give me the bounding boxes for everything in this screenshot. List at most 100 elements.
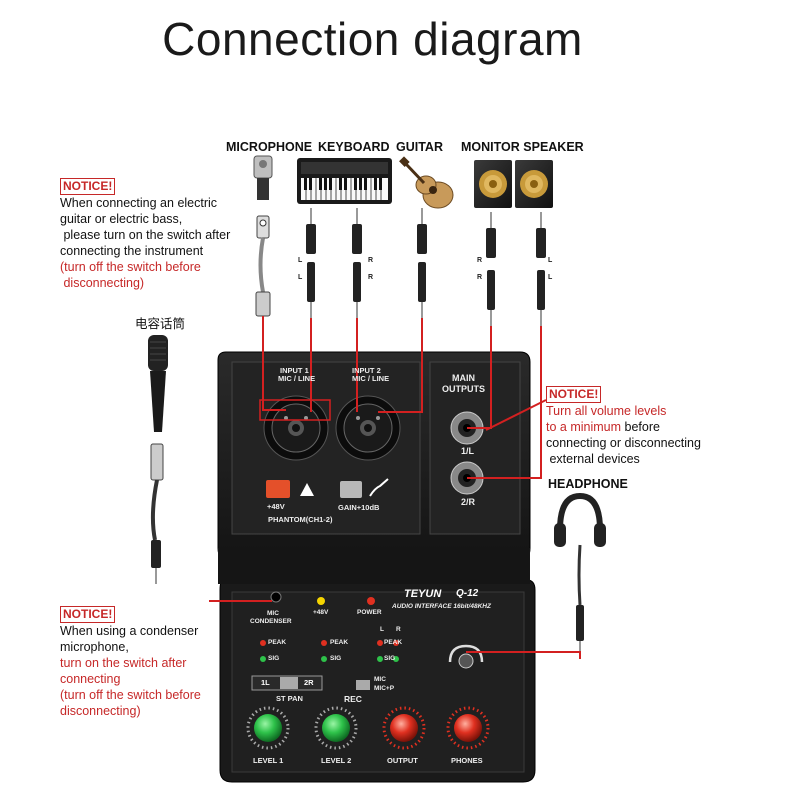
keyboard-icon [297, 158, 392, 204]
usb-microphone-icon [253, 155, 273, 200]
input-1-combo-jack [263, 395, 329, 461]
level-1-knob[interactable] [246, 706, 290, 750]
peak-led [321, 640, 327, 646]
rec-label: REC [344, 694, 362, 704]
phones-knob[interactable] [446, 706, 490, 750]
connection-lines [209, 316, 581, 659]
warning-icon [300, 483, 314, 496]
st-pan-switch[interactable] [280, 677, 298, 689]
channel-mark-l: L [548, 257, 553, 264]
rec-micp-label: MIC+P [374, 685, 395, 692]
notice-line: before [621, 420, 660, 434]
input1-sub-label: MIC / LINE [278, 374, 316, 383]
guitar-icon [369, 478, 389, 497]
notice-line: guitar or electric bass, [60, 212, 183, 226]
level1-label: LEVEL 1 [253, 756, 284, 765]
brand-label: TEYUN [404, 588, 442, 600]
notice-warning-line: to a minimum [546, 420, 622, 434]
notice-warning-line: disconnecting) [60, 276, 145, 290]
input2-sub-label: MIC / LINE [352, 374, 390, 383]
power-led [367, 597, 375, 605]
monitor-speaker-label: MONITOR SPEAKER [461, 140, 584, 154]
input-2-combo-jack [335, 395, 401, 461]
jack-cable-icon [306, 208, 546, 326]
sig-label: SIG [268, 655, 280, 662]
condenser-label: CONDENSER [250, 618, 292, 625]
notice-line: When using a condenser [60, 624, 199, 638]
guitar-label: GUITAR [396, 140, 443, 154]
page-title: Connection diagram [162, 13, 583, 65]
guitar-line [378, 318, 423, 413]
notice-warning-line: (turn off the switch before [60, 260, 201, 274]
gain-boost-button[interactable] [340, 481, 362, 498]
peak-label: PEAK [384, 639, 403, 646]
phones-label: PHONES [451, 756, 483, 765]
sig-led [377, 656, 383, 662]
peak-label: PEAK [268, 639, 287, 646]
r-label: R [396, 626, 401, 633]
sig-led [393, 656, 399, 662]
phantom-led [317, 597, 325, 605]
output-knob[interactable] [382, 706, 426, 750]
condenser-switch[interactable] [270, 591, 282, 603]
notice-line: connecting the instrument [60, 244, 204, 258]
channel-mark-r: R [368, 257, 373, 264]
notice-line: When connecting an electric [60, 196, 218, 210]
st-pan-label: ST PAN [276, 694, 303, 703]
notice-guitar-switch: NOTICE! When connecting an electric guit… [60, 178, 260, 291]
phones-icon [448, 644, 484, 663]
notice-volume-levels: NOTICE! Turn all volume levels to a mini… [546, 386, 746, 467]
notice-condenser-mic: NOTICE! When using a condenser microphon… [60, 606, 240, 719]
main-outputs-label: MAIN [452, 373, 475, 383]
peak-led [260, 640, 266, 646]
sig-led [260, 656, 266, 662]
out-2r-label: 2/R [461, 497, 476, 507]
microphone-label: MICROPHONE [226, 140, 313, 154]
notice-line: connecting or disconnecting [546, 436, 701, 450]
notice-tag: NOTICE! [60, 606, 116, 623]
peak-led [393, 640, 399, 646]
condenser-microphone-icon [148, 335, 168, 584]
input1-label: INPUT 1 [280, 366, 309, 375]
phantom-power-button[interactable] [266, 480, 290, 498]
pan-2r-label: 2R [304, 678, 314, 687]
rec-switch[interactable] [356, 680, 370, 690]
output-label: OUTPUT [387, 756, 418, 765]
gain-label: GAIN+10dB [338, 503, 380, 512]
pan-1l-label: 1L [261, 678, 270, 687]
device-subtitle: AUDIO INTERFACE 16bit/48KHZ [392, 603, 491, 610]
l-label: L [380, 626, 384, 633]
main-outputs-label: OUTPUTS [442, 384, 486, 394]
sig-label: SIG [330, 655, 342, 662]
channel-mark-r: R [368, 274, 373, 281]
sig-label: SIG [384, 655, 396, 662]
led-power-label: POWER [357, 609, 382, 616]
peak-led [377, 640, 383, 646]
rec-mic-label: MIC [374, 676, 386, 683]
channel-mark-l: L [548, 274, 553, 281]
headphone-label: HEADPHONE [548, 477, 628, 491]
channel-mark-r: R [477, 257, 482, 264]
level-2-knob[interactable] [314, 706, 358, 750]
notice-warning-line: connecting [60, 672, 121, 686]
channel-mark-l: L [298, 257, 303, 264]
xlr-cable-icon [255, 215, 271, 317]
notice-warning-line: Turn all volume levels [546, 404, 667, 418]
channel-mark-l: L [298, 274, 303, 281]
headphone-icon [554, 492, 606, 659]
notice-tag: NOTICE! [60, 178, 116, 195]
condenser-mic-label: 电容话筒 [135, 317, 186, 331]
headphone-line [466, 651, 581, 659]
mic-label: MIC [267, 610, 279, 617]
notice-line: please turn on the switch after [60, 228, 231, 242]
model-label: Q-12 [456, 588, 479, 599]
notice-tag: NOTICE! [546, 386, 602, 403]
channel-mark-r: R [477, 274, 482, 281]
keyboard-label: KEYBOARD [318, 140, 390, 154]
out-1l-label: 1/L [461, 446, 475, 456]
monitor-speakers-icon [474, 160, 553, 208]
monitor-r-line [467, 326, 542, 479]
notice-line: microphone, [60, 640, 129, 654]
phantom-48v-label: +48V [267, 502, 285, 511]
